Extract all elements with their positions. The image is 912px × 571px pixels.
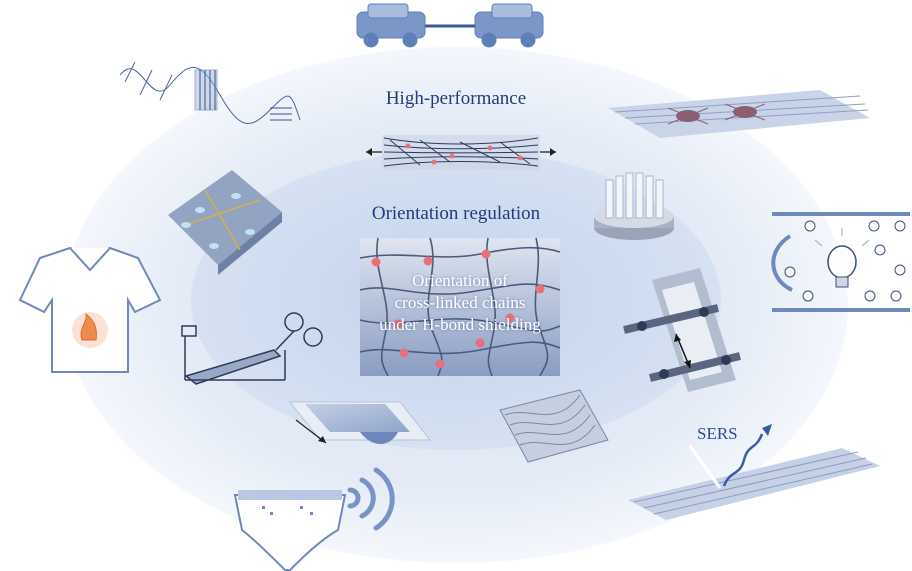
towing-cars-icon [356,3,544,48]
outer-ring-title: High-performance [385,88,527,109]
inner-ring-title: Orientation regulation [371,203,541,224]
layered-fabric-icon [499,389,609,463]
drawing-rollers-icon [181,312,323,385]
stretched-fiber-bundle-icon [366,135,556,170]
film-with-particles-icon [608,90,870,138]
sers-label: SERS [697,424,738,443]
center-caption-line-1: Orientation of [412,271,508,290]
triboelectric-bulb-icon [771,212,910,312]
aligned-pillar-array-icon [594,172,674,240]
center-caption: Orientation of cross-linked chains under… [360,270,560,336]
film-casting-icon [288,401,432,444]
flame-retardant-shirt-icon [18,246,162,373]
electrode-plate-icon [168,170,282,275]
center-caption-line-2: cross-linked chains [394,293,526,312]
polarized-wave-icon [119,61,301,124]
strain-sensor-clamp-icon [623,268,741,392]
center-caption-line-3: under H-bond shielding [379,315,541,334]
crosslinked-chains-panel [359,237,561,377]
sers-fiber-icon [628,424,880,520]
diaper-sensor-icon [233,467,395,571]
